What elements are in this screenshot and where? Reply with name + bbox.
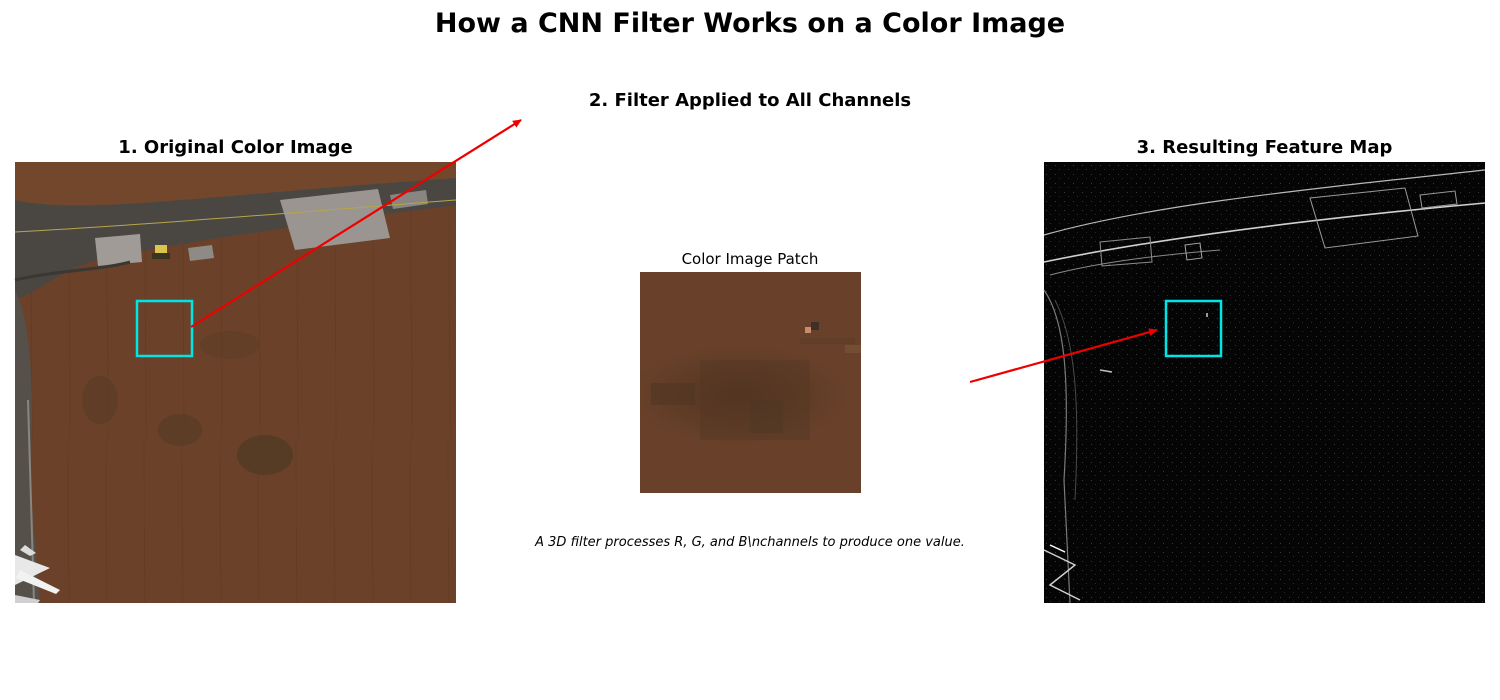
feature-map-image [1043,162,1486,604]
patch-title: Color Image Patch [681,250,819,268]
page-title: How a CNN Filter Works on a Color Image [434,8,1066,39]
vehicle-icon [152,245,170,259]
feature-highlight-box [1164,299,1223,358]
feature-map-title: 3. Resulting Feature Map [1136,137,1393,158]
filter-caption: A 3D filter processes R, G, and B\nchann… [535,535,965,550]
original-highlight-box [135,299,194,358]
filter-panel-title: 2. Filter Applied to All Channels [588,90,912,111]
arrow-to-filter [190,119,522,328]
color-patch-image [640,272,861,493]
arrow-to-feature-map [969,328,1158,384]
original-image [14,162,457,604]
original-image-title: 1. Original Color Image [118,137,353,158]
airplane-icon [15,545,60,603]
